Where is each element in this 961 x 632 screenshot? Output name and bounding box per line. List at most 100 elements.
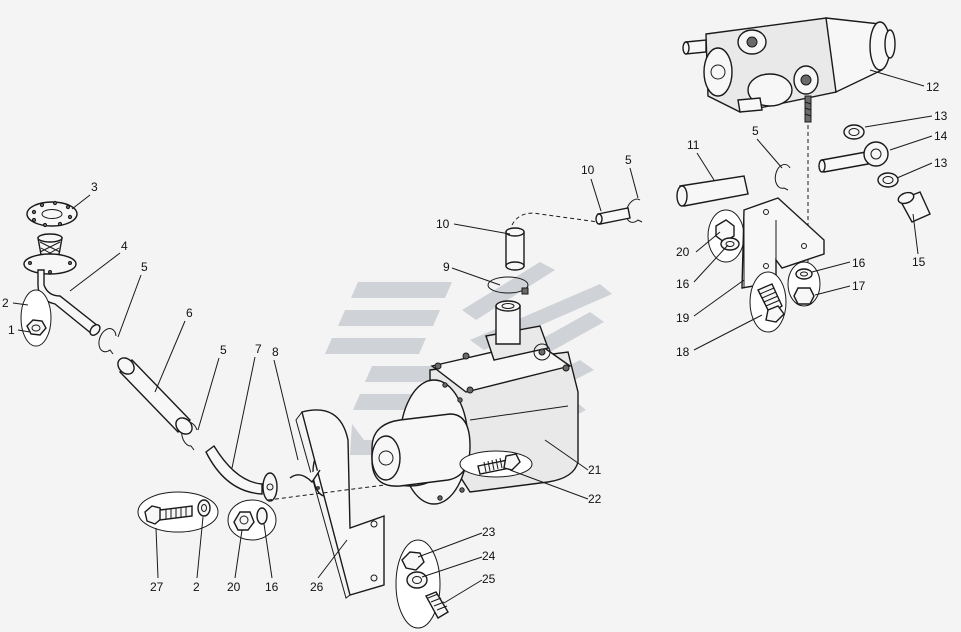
part-22-bolt [459, 450, 533, 478]
leader-line-c10b [590, 178, 602, 212]
callout-label-c22: 22 [588, 492, 602, 506]
part-3-flange-gasket [26, 200, 78, 228]
callout-c23: 23 [417, 525, 496, 558]
callout-c10b: 10 [581, 163, 602, 212]
callout-label-c16a: 16 [676, 277, 690, 291]
part-20-nut-right [707, 209, 745, 263]
callout-c5a: 5 [117, 260, 148, 338]
callout-c10a: 10 [436, 217, 511, 235]
callout-label-c23: 23 [482, 525, 496, 539]
leader-line-c13a [864, 115, 933, 128]
leader-line-c16a [693, 244, 729, 283]
callout-label-c15: 15 [912, 255, 926, 269]
leader-line-c11 [696, 152, 715, 181]
part-24-washer [406, 571, 428, 589]
callout-c4: 4 [69, 239, 128, 292]
part-26-bracket [289, 409, 385, 599]
callout-c16b: 16 [811, 256, 866, 273]
leader-line-c18 [693, 314, 763, 351]
callout-label-c13b: 13 [934, 156, 948, 170]
callout-label-c21: 21 [588, 463, 602, 477]
part-18-bolt [749, 271, 787, 333]
callout-c24: 24 [421, 549, 496, 578]
leader-line-c21 [544, 439, 589, 471]
callout-c12: 12 [869, 69, 940, 94]
callout-label-c5a: 5 [141, 260, 148, 274]
part-6-hose [117, 357, 193, 435]
callout-c1: 1 [8, 323, 31, 337]
leader-line-c25 [443, 579, 483, 604]
leader-line-c16b [811, 261, 851, 273]
part-13-washer-top [843, 124, 865, 140]
callout-label-c14: 14 [934, 129, 948, 143]
callout-c11: 11 [687, 138, 715, 181]
part-10-hose-short [505, 227, 525, 271]
callout-label-c25: 25 [482, 572, 496, 586]
callout-label-c2a: 2 [2, 296, 9, 310]
leader-line-c1 [17, 329, 31, 333]
callout-c6: 6 [154, 306, 193, 393]
leader-line-c16c [263, 523, 273, 579]
callout-c15: 15 [912, 213, 926, 269]
part-10-pin [595, 207, 631, 225]
leader-line-c6 [154, 320, 186, 393]
leader-line-c14 [889, 135, 933, 151]
callout-c8: 8 [272, 345, 299, 461]
leader-line-c24 [421, 556, 483, 578]
callout-c26: 26 [310, 539, 348, 594]
part-25-bolt [425, 591, 449, 619]
leader-line-c2a [12, 302, 29, 306]
part-9-clamp [487, 276, 529, 295]
leader-line-c27 [155, 527, 159, 579]
callout-label-c3: 3 [91, 180, 98, 194]
callout-label-c2b: 2 [193, 580, 200, 594]
callout-c5d: 5 [752, 124, 783, 169]
leader-line-c2b [196, 516, 204, 579]
callout-c5c: 5 [625, 153, 639, 199]
callout-label-c16c: 16 [265, 580, 279, 594]
part-5-circlip-d [774, 164, 791, 191]
callout-label-c5d: 5 [752, 124, 759, 138]
callout-label-c1: 1 [8, 323, 15, 337]
callout-c21: 21 [544, 439, 602, 477]
callout-label-c17: 17 [852, 279, 866, 293]
leader-line-c5d [756, 138, 783, 169]
callout-label-c27: 27 [150, 580, 164, 594]
part-4-strainer-pipe [23, 233, 101, 336]
callout-c17: 17 [814, 279, 866, 296]
part-15-plug [897, 191, 931, 223]
callout-c22: 22 [509, 469, 602, 506]
leader-line-c23 [417, 532, 483, 558]
leader-line-c5a [117, 274, 142, 338]
part-13-washer-bottom [877, 172, 899, 188]
leader-line-c5c [629, 167, 639, 199]
callout-label-c11: 11 [687, 138, 700, 152]
leader-line-c10a [453, 223, 511, 235]
part-20-nut-group [227, 499, 277, 541]
callout-c13b: 13 [896, 156, 948, 179]
leader-line-c4 [69, 252, 121, 292]
leader-line-c13b [896, 162, 933, 179]
part-12-valve [682, 17, 896, 123]
callout-c19: 19 [676, 279, 745, 325]
leader-line-c12 [869, 69, 925, 87]
callout-c7: 7 [231, 342, 262, 469]
callout-label-c5b: 5 [220, 343, 227, 357]
callout-c18: 18 [676, 314, 763, 359]
callout-c2b: 2 [193, 516, 204, 594]
callout-label-c19: 19 [676, 311, 690, 325]
callout-c3: 3 [71, 180, 98, 210]
axis-line-pin [511, 212, 599, 226]
callout-label-c13a: 13 [934, 109, 948, 123]
leader-line-c19 [693, 279, 745, 317]
callout-label-c4: 4 [121, 239, 128, 253]
leader-line-c26 [317, 539, 348, 579]
callout-label-c10a: 10 [436, 217, 450, 231]
callout-label-c6: 6 [186, 306, 193, 320]
callout-c14: 14 [889, 129, 948, 151]
part-27-bolt-group [137, 491, 219, 533]
callout-label-c8: 8 [272, 345, 279, 359]
callout-label-c20a: 20 [676, 245, 690, 259]
